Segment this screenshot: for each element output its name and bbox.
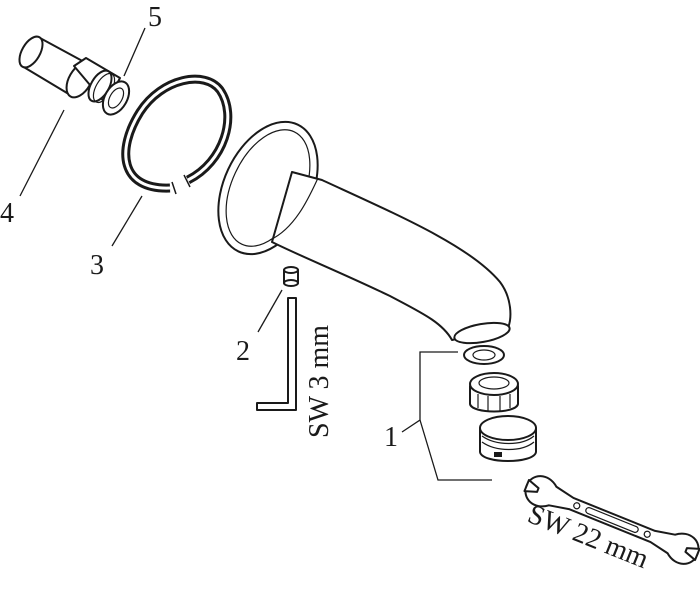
leader-lines (19, 27, 492, 481)
split-ring (121, 74, 233, 195)
callout-5: 5 (148, 2, 162, 33)
leader-1 (401, 351, 458, 433)
aerator-insert (469, 372, 519, 413)
callout-2: 2 (236, 336, 250, 367)
callout-3: 3 (90, 250, 104, 281)
aerator-housing (479, 415, 537, 462)
bath-spout (217, 120, 512, 345)
callout-4: 4 (0, 198, 14, 229)
callout-1: 1 (384, 422, 398, 453)
grub-screw (283, 266, 299, 287)
aerator-washer (463, 345, 505, 365)
wrench-tool (523, 475, 700, 565)
leader-5 (123, 27, 146, 77)
hex-key-tool (256, 297, 297, 411)
leader-2 (257, 289, 283, 333)
leader-1-bracket (419, 419, 492, 481)
leader-4 (19, 109, 65, 197)
leader-3 (111, 195, 143, 247)
hex-key-size-label: SW 3 mm (304, 325, 335, 438)
connector-fitting (18, 35, 131, 116)
